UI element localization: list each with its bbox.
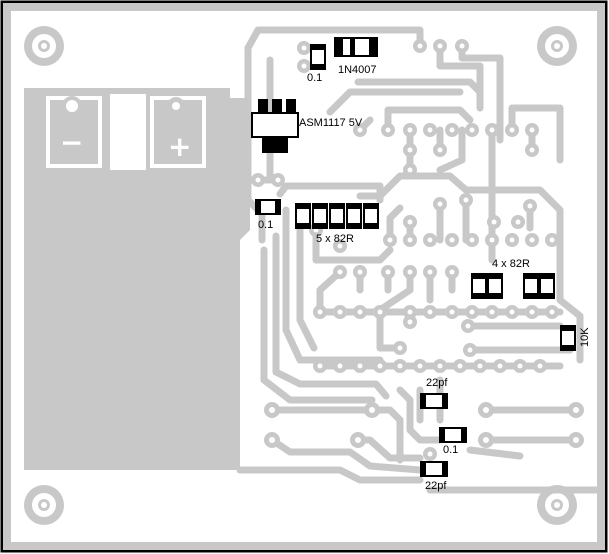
cap-bottom-component: [439, 427, 467, 443]
minus-symbol: −: [60, 126, 83, 159]
cap-22pf-top-label: 22pf: [426, 377, 448, 389]
cap-22pf-bottom-component: [420, 461, 448, 477]
cap-reg-component: [255, 199, 281, 215]
mounting-hole-top-right: [537, 26, 577, 66]
terminal-gap: [110, 94, 146, 170]
resistor-10k-component: [560, 325, 576, 351]
diode-component: [334, 37, 378, 57]
mounting-hole-bottom-right: [537, 485, 577, 525]
terminal-plus-hole-center: [172, 102, 180, 110]
resistors-5-label: 5 x 82R: [316, 233, 354, 245]
mounting-hole-bottom-left: [24, 485, 64, 525]
mounting-hole-top-left: [24, 26, 64, 66]
resistor-array-4: [471, 273, 555, 299]
cap-bottom-label: 0.1: [443, 444, 458, 456]
diode-label: 1N4007: [338, 64, 377, 76]
cap-reg-label: 0.1: [258, 219, 273, 231]
regulator-component: [251, 99, 299, 153]
ground-pour: [24, 88, 250, 470]
cap-22pf-top-component: [420, 393, 448, 409]
cap-22pf-bottom-label: 22pf: [425, 480, 447, 492]
regulator-label: ASM1117 5V: [299, 117, 363, 129]
resistor-array-5: [295, 203, 379, 229]
cap-top-component: [310, 44, 326, 70]
pad-holes: [255, 43, 579, 457]
plus-symbol: +: [168, 130, 191, 163]
cap-top-label: 0.1: [307, 72, 322, 84]
res-10k-label: 10K: [579, 327, 591, 347]
terminal-minus-hole-center: [69, 103, 75, 109]
copper-border: [3, 3, 605, 550]
resistors-4-label: 4 x 82R: [492, 258, 530, 270]
